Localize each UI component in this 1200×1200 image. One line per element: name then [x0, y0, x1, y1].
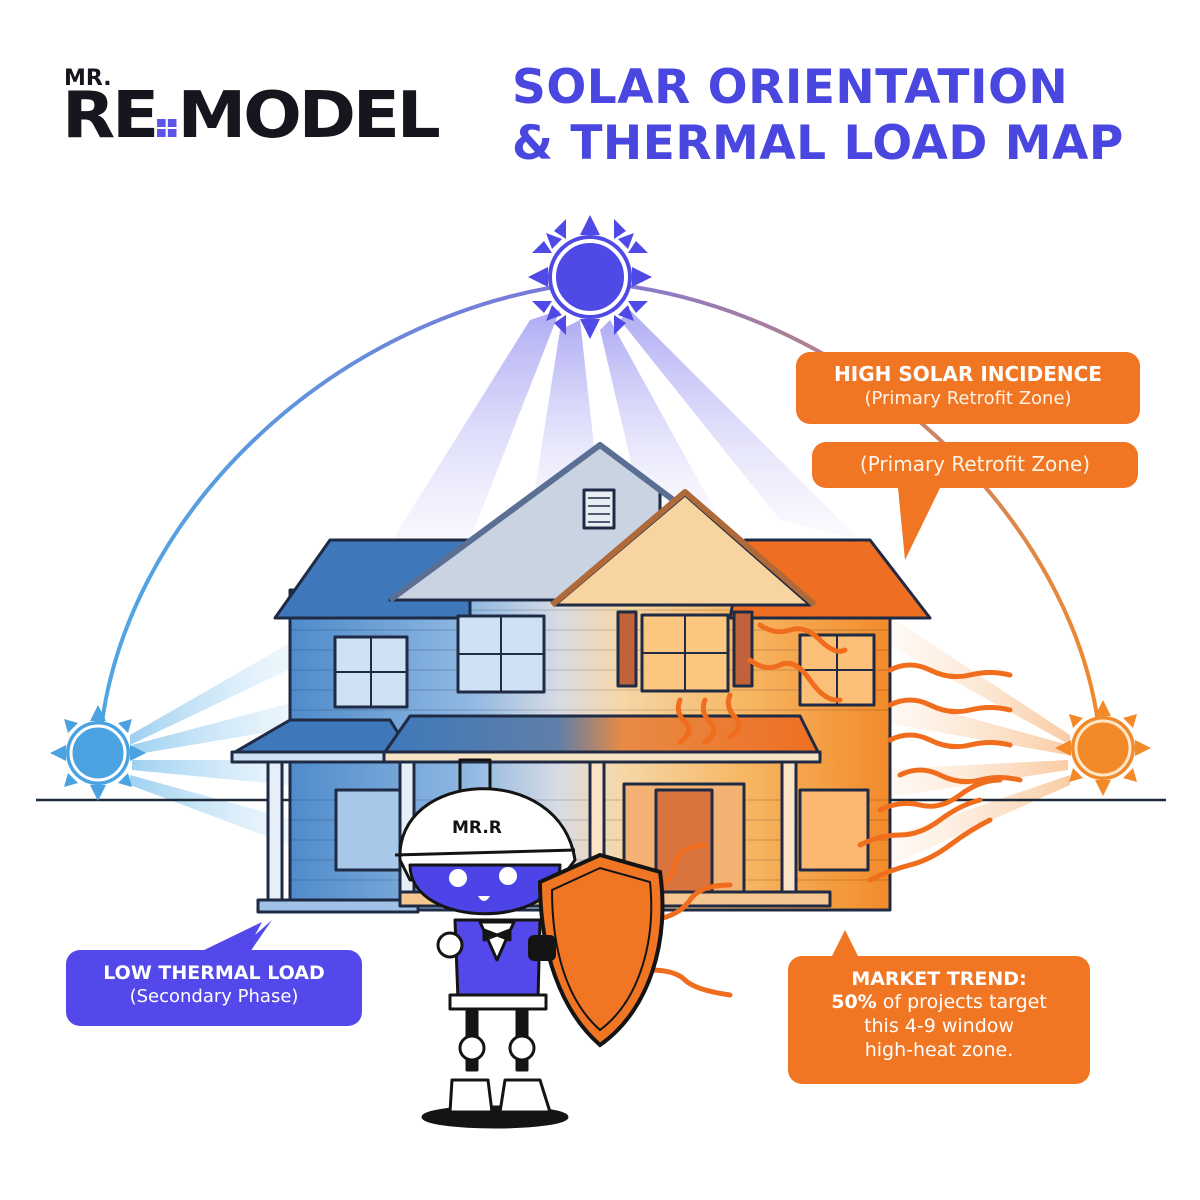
brand-name-part1: RE: [62, 79, 159, 153]
callout-line-1: 50% of projects target: [831, 991, 1047, 1013]
low-load-pointer: [200, 920, 272, 952]
callout-label: (Primary Retrofit Zone): [859, 452, 1091, 476]
callout-heading: HIGH SOLAR INCIDENCE: [834, 362, 1102, 386]
callout-subheading: (Primary Retrofit Zone): [864, 388, 1072, 409]
callout-line-3: high-heat zone.: [864, 1039, 1014, 1061]
high-solar-incidence-callout: HIGH SOLAR INCIDENCE (Primary Retrofit Z…: [796, 352, 1140, 424]
page-title: SOLAR ORIENTATION & THERMAL LOAD MAP: [512, 60, 1124, 172]
callout-line-2: this 4-9 window: [864, 1015, 1014, 1037]
callout-heading: LOW THERMAL LOAD: [103, 962, 325, 984]
title-line-1: SOLAR ORIENTATION: [512, 60, 1069, 115]
mascot-robot: [394, 758, 577, 1129]
brand-name-part2: MODEL: [177, 79, 441, 153]
shield-icon: [528, 852, 665, 1048]
mascot-helmet-label: MR.R: [452, 818, 502, 838]
primary-retrofit-zone-callout: (Primary Retrofit Zone): [812, 442, 1138, 488]
market-trend-pointer: [830, 930, 860, 960]
callout-heading: MARKET TREND:: [851, 968, 1027, 990]
low-thermal-load-callout: LOW THERMAL LOAD (Secondary Phase): [66, 950, 362, 1026]
sun-icon-afternoon: [1055, 700, 1151, 796]
callout-subheading: (Secondary Phase): [129, 986, 299, 1007]
market-trend-callout: MARKET TREND: 50% of projects target thi…: [788, 956, 1090, 1084]
brand-prefix: MR.: [64, 66, 112, 91]
window-grid-icon: [157, 119, 177, 137]
title-line-2: & THERMAL LOAD MAP: [512, 116, 1124, 171]
market-stat: 50%: [831, 991, 877, 1013]
primary-zone-pointer: [898, 488, 940, 560]
sun-icon-morning: [50, 705, 146, 801]
sun-icon-noon: [528, 215, 652, 339]
